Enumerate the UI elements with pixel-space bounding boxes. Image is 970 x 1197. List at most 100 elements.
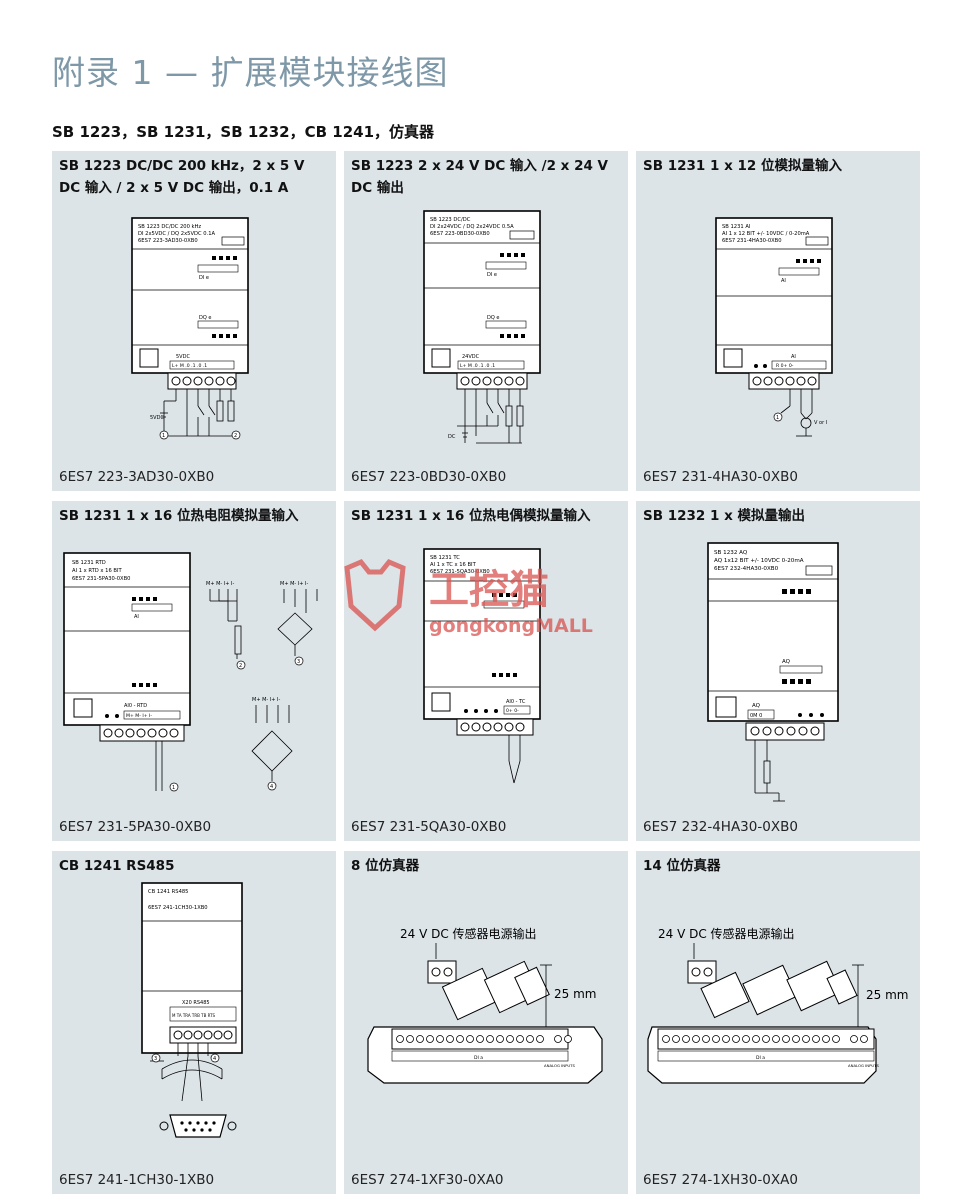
svg-text:DI a: DI a	[474, 1055, 483, 1061]
svg-text:4: 4	[213, 1056, 216, 1062]
order-number: 6ES7 223-3AD30-0XB0	[59, 469, 215, 485]
svg-text:DI a: DI a	[756, 1055, 765, 1061]
svg-text:6ES7 231-5PA30-0XB0: 6ES7 231-5PA30-0XB0	[72, 576, 130, 582]
svg-text:6ES7 223-0BD30-0XB0: 6ES7 223-0BD30-0XB0	[430, 231, 490, 237]
svg-text:DI e: DI e	[487, 272, 497, 278]
svg-text:6ES7 241-1CH30-1XB0: 6ES7 241-1CH30-1XB0	[148, 905, 208, 911]
svg-text:0M 0: 0M 0	[750, 713, 762, 719]
order-number: 6ES7 231-4HA30-0XB0	[643, 469, 798, 485]
page-subtitle: SB 1223，SB 1231，SB 1232，CB 1241，仿真器	[52, 123, 435, 141]
svg-text:DI 2x24VDC / DQ 2x24VDC 0.5A: DI 2x24VDC / DQ 2x24VDC 0.5A	[430, 224, 514, 230]
svg-text:1: 1	[776, 415, 779, 421]
svg-text:25 mm: 25 mm	[866, 988, 908, 1002]
svg-text:M+ M- I+ I-: M+ M- I+ I-	[252, 697, 281, 703]
svg-text:AI: AI	[134, 614, 139, 620]
svg-text:M+ M- I+ I-: M+ M- I+ I-	[206, 581, 235, 587]
svg-text:X20 RS485: X20 RS485	[182, 1000, 210, 1006]
panel-heading: 14 位仿真器	[643, 858, 721, 874]
svg-text:CB 1241 RS485: CB 1241 RS485	[148, 889, 188, 895]
svg-text:DQ e: DQ e	[487, 315, 499, 321]
panel-heading: SB 1223 2 x 24 V DC 输入 /2 x 24 V DC 输出	[351, 158, 609, 196]
panel-sb1231-tc: SB 1231 1 x 16 位热电偶模拟量输入 SB 1231 TC AI 1…	[344, 501, 628, 841]
svg-text:6ES7 232-4HA30-0XB0: 6ES7 232-4HA30-0XB0	[714, 566, 779, 572]
panel-sb1231-rtd: SB 1231 1 x 16 位热电阻模拟量输入 SB 1231 RTD AI …	[52, 501, 336, 841]
svg-text:6ES7 231-4HA30-0XB0: 6ES7 231-4HA30-0XB0	[722, 238, 782, 244]
module-diagram: CB 1241 RS485 6ES7 241-1CH30-1XB0 X20 RS…	[141, 882, 243, 1138]
svg-text:3: 3	[297, 659, 300, 665]
svg-text:ANALOG INPUTS: ANALOG INPUTS	[848, 1063, 880, 1068]
svg-text:1: 1	[162, 433, 165, 439]
svg-text:L+ M .0 .1 .0 .1: L+ M .0 .1 .0 .1	[460, 363, 495, 369]
panel-heading: SB 1231 1 x 16 位热电阻模拟量输入	[59, 508, 299, 524]
svg-text:SB 1223 DC/DC 200 kHz: SB 1223 DC/DC 200 kHz	[138, 224, 201, 230]
svg-text:SB 1231 AI: SB 1231 AI	[722, 224, 751, 230]
panel-heading: 8 位仿真器	[351, 858, 420, 874]
module-diagram: SB 1232 AQ AQ 1x12 BIT +/- 10VDC 0-20mA …	[707, 542, 839, 802]
panel-heading: SB 1231 1 x 12 位模拟量输入	[643, 158, 842, 174]
svg-text:3: 3	[154, 1056, 157, 1062]
module-diagram: SB 1223 DC/DC 200 kHz DI 2x5VDC / DQ 2x5…	[131, 217, 249, 440]
svg-text:AQ: AQ	[752, 703, 761, 709]
svg-text:4: 4	[270, 784, 273, 790]
svg-text:SB 1232 AQ: SB 1232 AQ	[714, 550, 748, 556]
order-number: 6ES7 231-5PA30-0XB0	[59, 819, 212, 835]
panel-heading: CB 1241 RS485	[59, 858, 175, 874]
svg-text:M+ M- I+ I-: M+ M- I+ I-	[126, 713, 152, 719]
svg-text:24 V DC 传感器电源输出: 24 V DC 传感器电源输出	[658, 926, 795, 941]
svg-text:DQ e: DQ e	[199, 315, 211, 321]
svg-text:DI e: DI e	[199, 275, 209, 281]
svg-text:0+ 0-: 0+ 0-	[506, 708, 519, 714]
svg-text:6ES7 231-5QA30-0XB0: 6ES7 231-5QA30-0XB0	[430, 569, 490, 575]
svg-text:AI: AI	[781, 278, 786, 284]
module-diagram: SB 1223 DC/DC DI 2x24VDC / DQ 2x24VDC 0.…	[423, 210, 541, 444]
svg-text:24 V DC 传感器电源输出: 24 V DC 传感器电源输出	[400, 926, 537, 941]
order-number: 6ES7 223-0BD30-0XB0	[351, 469, 507, 485]
svg-text:SB 1223 DC/DC: SB 1223 DC/DC	[430, 217, 471, 223]
svg-text:M+ M- I+ I-: M+ M- I+ I-	[280, 581, 309, 587]
svg-text:24VDC: 24VDC	[462, 354, 480, 360]
simulator-diagram: 24 V DC 传感器电源输出 25 mm DI a ANALOG INPUTS	[647, 926, 908, 1084]
svg-text:2: 2	[234, 433, 237, 439]
simulator-diagram: 24 V DC 传感器电源输出 25 mm DI a ANALOG INPUTS	[367, 926, 603, 1084]
order-number: 6ES7 231-5QA30-0XB0	[351, 819, 507, 835]
svg-text:M TA TRA TRB TB RTS: M TA TRA TRB TB RTS	[172, 1013, 216, 1018]
order-number: 6ES7 241-1CH30-1XB0	[59, 1172, 215, 1188]
svg-text:AI 1 x 12 BIT +/- 10VDC / 0-20: AI 1 x 12 BIT +/- 10VDC / 0-20mA	[722, 231, 810, 237]
order-number: 6ES7 232-4HA30-0XB0	[643, 819, 798, 835]
svg-text:5VDC: 5VDC	[176, 354, 190, 360]
panel-sb1231-ai: SB 1231 1 x 12 位模拟量输入 SB 1231 AI AI 1 x …	[636, 151, 920, 491]
panel-sb1223-24v: SB 1223 2 x 24 V DC 输入 /2 x 24 V DC 输出 S…	[344, 151, 628, 491]
svg-text:2: 2	[239, 663, 242, 669]
svg-text:DI 2x5VDC / DQ 2x5VDC 0.1A: DI 2x5VDC / DQ 2x5VDC 0.1A	[138, 231, 216, 237]
svg-text:6ES7 223-3AD30-0XB0: 6ES7 223-3AD30-0XB0	[138, 238, 198, 244]
svg-text:DC: DC	[448, 434, 456, 440]
svg-text:AI 1 x RTD x 16 BIT: AI 1 x RTD x 16 BIT	[72, 568, 122, 574]
svg-text:AI 1 x TC x 16 BIT: AI 1 x TC x 16 BIT	[430, 562, 477, 568]
order-number: 6ES7 274-1XH30-0XA0	[643, 1172, 798, 1188]
svg-text:1: 1	[172, 785, 175, 791]
svg-text:AQ 1x12 BIT +/- 10VDC 0-20mA: AQ 1x12 BIT +/- 10VDC 0-20mA	[714, 558, 804, 564]
svg-text:25 mm: 25 mm	[554, 987, 596, 1001]
panel-sb1223-5v: SB 1223 DC/DC 200 kHz，2 x 5 V DC 输入 / 2 …	[52, 151, 336, 491]
panel-8bit-simulator: 8 位仿真器 24 V DC 传感器电源输出 25 mm DI a ANALOG…	[344, 851, 628, 1194]
order-number: 6ES7 274-1XF30-0XA0	[351, 1172, 504, 1188]
panel-heading: SB 1223 DC/DC 200 kHz，2 x 5 V DC 输入 / 2 …	[59, 158, 305, 196]
panel-14bit-simulator: 14 位仿真器 24 V DC 传感器电源输出 25 mm DI a ANALO…	[636, 851, 920, 1194]
svg-text:R 0+ 0-: R 0+ 0-	[776, 363, 794, 369]
svg-text:SB 1231 TC: SB 1231 TC	[430, 555, 460, 561]
svg-text:AI: AI	[791, 354, 796, 360]
panel-heading: SB 1232 1 x 模拟量输出	[643, 508, 805, 524]
svg-text:SB 1231 RTD: SB 1231 RTD	[72, 560, 106, 566]
module-diagram: SB 1231 AI AI 1 x 12 BIT +/- 10VDC / 0-2…	[715, 217, 833, 437]
svg-text:5VDC: 5VDC	[150, 415, 164, 421]
diagram-grid: SB 1223 DC/DC 200 kHz，2 x 5 V DC 输入 / 2 …	[52, 151, 920, 1194]
module-diagram: SB 1231 RTD AI 1 x RTD x 16 BIT 6ES7 231…	[63, 552, 318, 792]
panel-heading: SB 1231 1 x 16 位热电偶模拟量输入	[351, 508, 591, 524]
svg-text:V or I: V or I	[814, 420, 827, 426]
svg-text:ANALOG INPUTS: ANALOG INPUTS	[544, 1063, 576, 1068]
svg-text:AQ: AQ	[782, 659, 791, 665]
panel-sb1232-aq: SB 1232 1 x 模拟量输出 SB 1232 AQ AQ 1x12 BIT…	[636, 501, 920, 841]
page-title: 附录 1 — 扩展模块接线图	[52, 53, 449, 92]
svg-text:AI0 - RTD: AI0 - RTD	[124, 703, 147, 709]
svg-text:L+ M .0 .1 .0 .1: L+ M .0 .1 .0 .1	[172, 363, 207, 369]
